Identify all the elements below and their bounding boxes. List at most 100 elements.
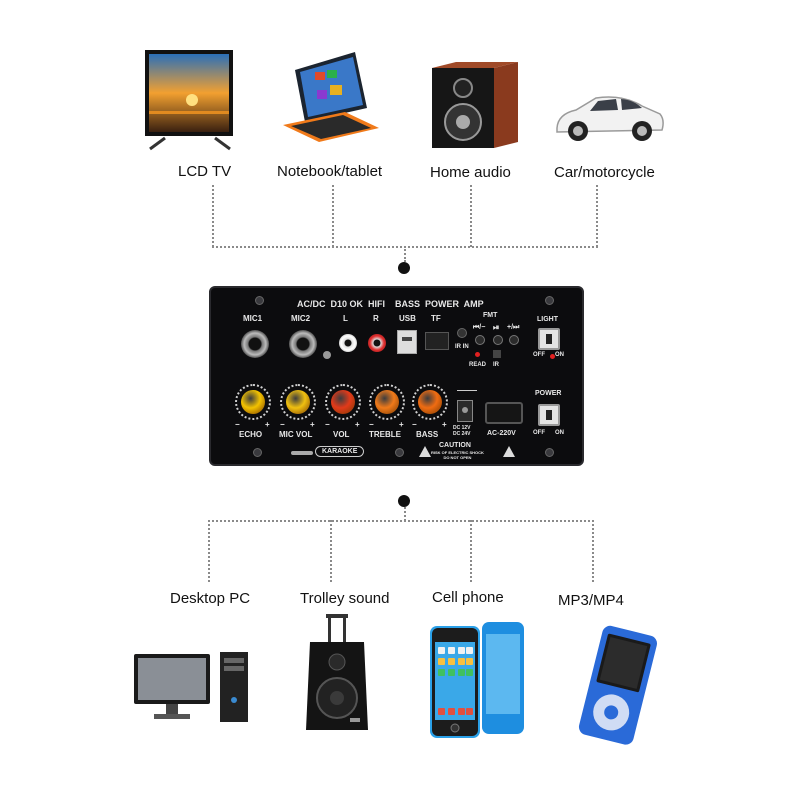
echo-knob-ring [235, 384, 271, 420]
bass-knob[interactable] [418, 390, 442, 414]
light-label: LIGHT [537, 316, 558, 323]
ir-label: IR [493, 362, 499, 368]
play-button[interactable] [493, 335, 503, 345]
knob-label-mic-vol: MIC VOL [279, 430, 313, 439]
connector-dot [398, 495, 410, 507]
connector-line [404, 246, 406, 262]
device-label-cell-phone: Cell phone [432, 589, 504, 606]
screw-icon [545, 296, 554, 305]
label-mic2: MIC2 [291, 314, 311, 323]
warning-triangle-icon [503, 446, 515, 457]
device-label-desktop-pc: Desktop PC [170, 590, 251, 607]
warning-triangle-icon [419, 446, 431, 457]
label-r: R [373, 314, 379, 323]
mic-vol-knob[interactable] [286, 390, 310, 414]
label-usb: USB [399, 314, 416, 323]
speaker-icon [432, 62, 518, 148]
amp-title: AC/DC D10 OK HIFI BASS POWER AMP [297, 299, 484, 309]
caution-title: CAUTION [439, 442, 471, 449]
ac-socket[interactable] [485, 402, 523, 424]
light-on-label: ON [555, 352, 564, 358]
car-icon [556, 96, 664, 141]
treble-knob-ring [369, 384, 405, 420]
device-label-mp3-mp4: MP3/MP4 [558, 592, 624, 609]
dc-polarity-icon [457, 390, 477, 391]
vol-knob[interactable] [331, 390, 355, 414]
power-switch[interactable] [538, 404, 560, 426]
light-led [550, 354, 555, 359]
mic2-jack[interactable] [289, 330, 317, 358]
dc-label: DC 12V DC 24V [453, 425, 471, 437]
trolley-speaker-icon [306, 614, 368, 730]
connector-dot [398, 262, 410, 274]
minus-sign: − [235, 420, 240, 429]
knob-label-vol: VOL [333, 430, 350, 439]
power-label: POWER [535, 390, 562, 397]
mp3-player-icon [578, 625, 657, 745]
device-label-home-audio: Home audio [430, 164, 511, 181]
echo-knob[interactable] [241, 390, 265, 414]
plus-sign: + [442, 420, 447, 429]
dc-jack[interactable] [457, 400, 473, 422]
rca-left-jack[interactable] [339, 334, 357, 352]
plus-sign: + [310, 420, 315, 429]
light-off-label: OFF [533, 352, 545, 358]
caution-text: RISK OF ELECTRIC SHOCK DO NOT OPEN [431, 450, 484, 460]
connector-line [330, 520, 332, 582]
label-mic1: MIC1 [243, 314, 263, 323]
knob-label-treble: TREBLE [369, 430, 401, 439]
minus-sign: − [280, 420, 285, 429]
tf-card-slot[interactable] [425, 332, 449, 350]
connector-line [212, 185, 214, 247]
device-label-lcd-tv: LCD TV [178, 163, 232, 180]
cell-phone-icon [430, 622, 524, 738]
mic1-jack[interactable] [241, 330, 269, 358]
light-switch[interactable] [538, 328, 560, 350]
play-button-label: ⏯ [493, 323, 500, 332]
ac-label: AC-220V [487, 430, 516, 437]
minus-sign: − [369, 420, 374, 429]
device-label-car: Car/motorcycle [554, 164, 655, 181]
read-label: READ [469, 362, 487, 368]
label-tf: TF [431, 314, 441, 323]
connector-line [470, 185, 472, 247]
screw-icon [395, 448, 404, 457]
bass-knob-ring [412, 384, 448, 420]
label-fmt: FMT [483, 312, 498, 319]
label-ir-in: IR IN [455, 344, 469, 350]
connector-line [596, 185, 598, 247]
connector-line [404, 507, 406, 521]
next-button-label: +/⏭ [507, 324, 520, 331]
minus-sign: − [412, 420, 417, 429]
screw-icon [545, 448, 554, 457]
connector-line [470, 520, 472, 582]
read-led [475, 352, 480, 357]
mic-gain-screw[interactable] [323, 351, 331, 359]
microphone-icon [291, 451, 313, 455]
knob-label-echo: ECHO [239, 430, 263, 439]
plus-sign: + [265, 420, 270, 429]
minus-sign: − [325, 420, 330, 429]
rca-right-jack[interactable] [368, 334, 386, 352]
plus-sign: + [355, 420, 360, 429]
power-on-label: ON [555, 430, 564, 436]
laptop-icon [283, 52, 379, 142]
next-button[interactable] [509, 335, 519, 345]
connector-line [208, 520, 210, 582]
plus-sign: + [399, 420, 404, 429]
vol-knob-ring [325, 384, 361, 420]
ir-window [493, 350, 501, 358]
device-label-notebook: Notebook/tablet [277, 163, 383, 180]
connector-line [208, 520, 594, 522]
screw-icon [255, 296, 264, 305]
connector-line [592, 520, 594, 582]
prev-button-label: ⏮/− [473, 324, 486, 331]
label-l: L [343, 314, 348, 323]
device-label-trolley-sound: Trolley sound [300, 590, 390, 607]
mic-vol-knob-ring [280, 384, 316, 420]
karaoke-label: KARAOKE [315, 446, 365, 457]
treble-knob[interactable] [375, 390, 399, 414]
prev-button[interactable] [475, 335, 485, 345]
usb-port[interactable] [397, 330, 417, 354]
ir-receiver [457, 328, 467, 338]
